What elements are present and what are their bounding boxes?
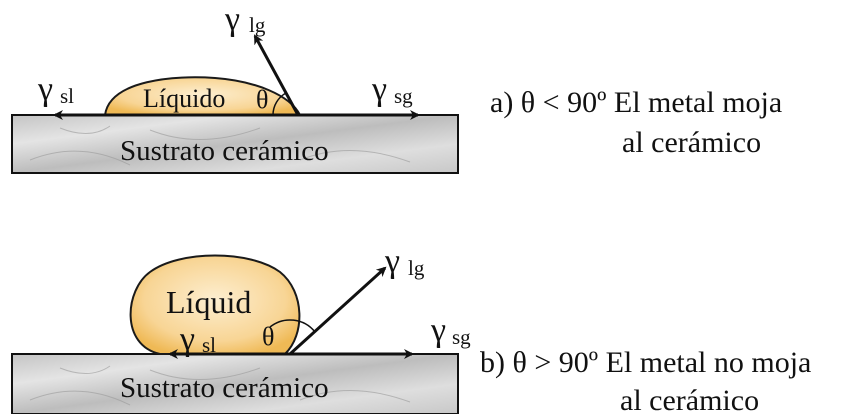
gamma-sl-subscript: sl (202, 333, 216, 357)
gamma-lg-arrow (288, 266, 387, 356)
gamma-sg-symbol: γ (371, 71, 387, 108)
substrate-texture (29, 365, 411, 406)
substrate-block (11, 114, 459, 174)
substrate-texture (29, 125, 411, 166)
gamma-lg-arrow (253, 34, 300, 116)
gamma-lg-subscript: lg (249, 13, 266, 37)
theta-symbol: θ (256, 85, 268, 114)
caption-a-line2: al cerámico (622, 126, 761, 159)
theta-symbol: θ (262, 322, 274, 351)
drop-label: Líquid (166, 284, 251, 320)
substrate-label: Sustrato cerámico (120, 135, 329, 167)
gamma-sl-symbol: γ (37, 71, 53, 108)
gamma-sl-symbol: γ (179, 321, 195, 358)
substrate-label: Sustrato cerámico (120, 372, 329, 404)
panel-b: Líquid θ Sustrato cerámico γ sl γ lg γ s… (11, 243, 811, 414)
contact-angle-arc (269, 319, 316, 333)
liquid-droplet (103, 76, 302, 116)
gamma-lg-symbol: γ (384, 243, 400, 280)
caption-b-line1: b) θ > 90º El metal no moja (480, 346, 811, 379)
gamma-sl-subscript: sl (60, 84, 74, 108)
gamma-sg-subscript: sg (452, 325, 471, 349)
gamma-sg-symbol: γ (430, 312, 446, 349)
caption-b-line2: al cerámico (620, 384, 759, 414)
gamma-lg-symbol: γ (224, 1, 240, 38)
gamma-sg-subscript: sg (394, 84, 413, 108)
contact-angle-arc (272, 92, 287, 116)
liquid-droplet (129, 254, 301, 355)
gamma-lg-subscript: lg (408, 256, 425, 280)
drop-label: Líquido (143, 84, 225, 113)
panel-a: Líquido θ Sustrato cerámico γ sl γ lg γ … (11, 1, 782, 174)
substrate-block (11, 353, 459, 414)
caption-a-line1: a) θ < 90º El metal moja (490, 86, 782, 119)
